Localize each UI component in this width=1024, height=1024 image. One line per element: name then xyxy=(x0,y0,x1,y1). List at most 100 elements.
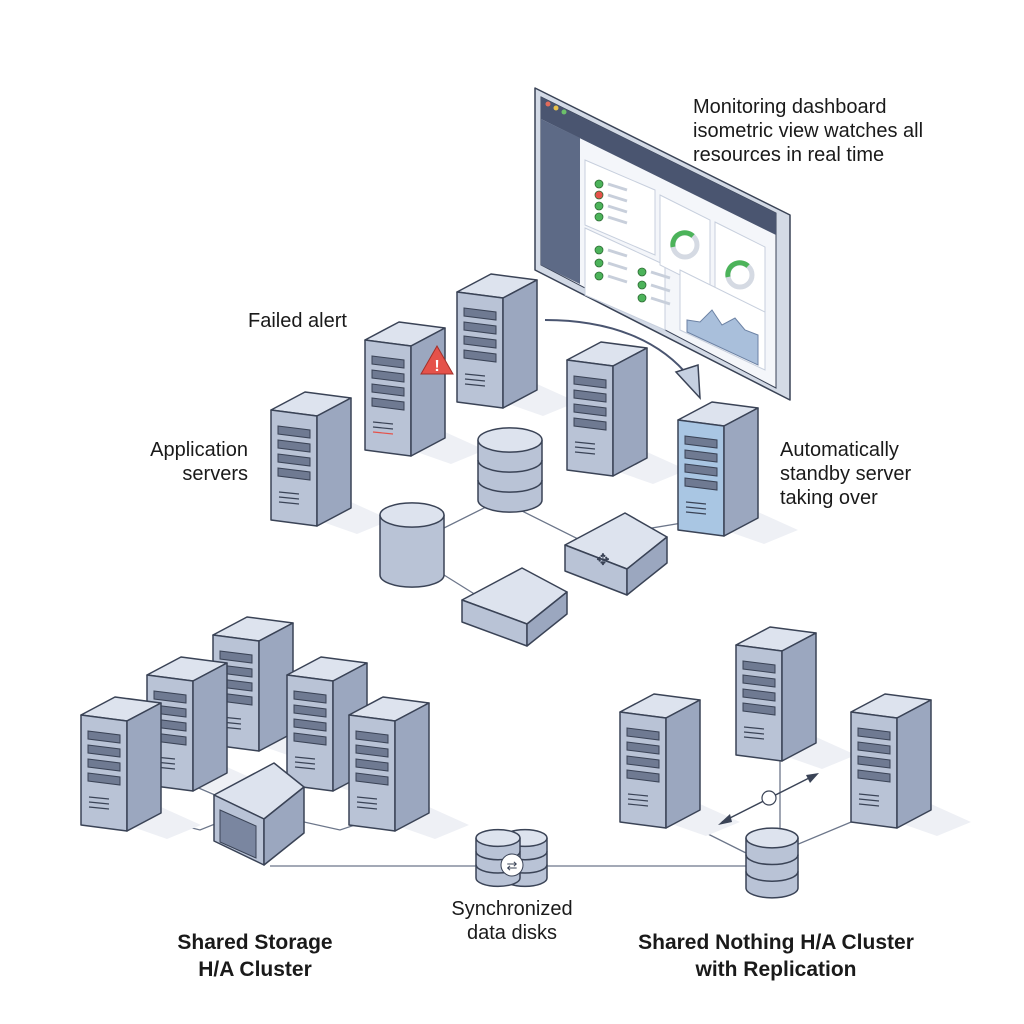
switch-arrows-icon: ✥ xyxy=(596,552,609,569)
cluster-node xyxy=(80,696,162,832)
vent-line xyxy=(356,796,378,800)
vent-line xyxy=(743,736,765,740)
shared-storage-title-line: H/A Cluster xyxy=(198,958,312,981)
shadow xyxy=(782,737,856,769)
status-dot xyxy=(594,271,604,281)
cylinder-top xyxy=(475,828,521,848)
vent-line xyxy=(627,803,649,807)
cylinder-band xyxy=(477,459,543,473)
database-cylinder xyxy=(477,427,543,513)
shadow xyxy=(411,432,485,464)
standby-label-line: standby server xyxy=(780,463,912,485)
monitoring-dashboard-screen xyxy=(534,87,791,401)
drive-slot xyxy=(355,772,389,786)
status-text-bar xyxy=(607,248,628,258)
replication-arrow-head xyxy=(718,814,732,825)
app-servers-label-line: servers xyxy=(182,463,248,485)
status-text-bar xyxy=(607,261,628,271)
app-servers-label-line: Application xyxy=(150,439,248,461)
shared-nothing-title: Shared Nothing H/A Cluster with Replicat… xyxy=(616,929,936,983)
nodes: ! ✥ ⇄ xyxy=(80,273,932,899)
replica-node xyxy=(619,693,701,829)
warning-icon: ! xyxy=(420,344,454,375)
cylinder-body xyxy=(477,439,543,513)
drive-slot xyxy=(463,307,497,321)
shadow xyxy=(395,807,469,839)
status-text-bar xyxy=(607,193,628,203)
drive-slot xyxy=(626,755,660,769)
vent-line xyxy=(372,421,394,425)
status-text-bar xyxy=(607,274,628,284)
database-cylinder xyxy=(745,827,799,899)
server-side xyxy=(781,632,817,762)
vent-line xyxy=(294,756,316,760)
drive-slot xyxy=(857,755,891,769)
vent-line xyxy=(88,806,110,810)
vent-line xyxy=(278,491,300,495)
sidebar xyxy=(541,119,580,284)
network-appliance xyxy=(461,567,568,647)
failover-arrow-icon xyxy=(544,319,691,379)
storage-panel xyxy=(219,809,257,859)
window-dot xyxy=(561,109,567,115)
drive-slot xyxy=(87,730,121,744)
vent-line xyxy=(372,431,394,435)
shared-storage-title: Shared Storage H/A Cluster xyxy=(150,929,360,983)
appliance-side xyxy=(526,591,568,647)
server-side xyxy=(394,702,430,832)
vent-line xyxy=(627,798,649,802)
cylinder-top xyxy=(379,502,445,528)
vent-line xyxy=(858,803,880,807)
gauge-value xyxy=(725,260,750,278)
drive-slot xyxy=(857,769,891,783)
drive-slot xyxy=(742,702,776,716)
shadow xyxy=(503,384,577,416)
sync-disks-label-line: data disks xyxy=(466,922,558,944)
drive-slot xyxy=(684,463,718,477)
drive-slot xyxy=(153,690,187,704)
replication-arrow-head xyxy=(806,773,819,783)
gauge-value xyxy=(670,230,695,248)
drive-slot xyxy=(857,727,891,741)
drive-slot xyxy=(277,425,311,439)
drive-slot xyxy=(371,355,405,369)
server-side xyxy=(723,407,759,537)
drive-slot xyxy=(219,650,253,664)
status-dot xyxy=(594,212,604,222)
window-dot xyxy=(545,101,551,107)
server-side xyxy=(612,347,648,477)
vent-line xyxy=(574,446,596,450)
drive-slot xyxy=(293,732,327,746)
drive-slot xyxy=(371,369,405,383)
app-servers-label: Application servers xyxy=(138,438,248,486)
monitoring-label-line: resources in real time xyxy=(693,144,885,166)
drive-slot xyxy=(293,690,327,704)
cylinder-band xyxy=(477,479,543,493)
sync-glyph: ⇄ xyxy=(507,858,518,873)
vent-line xyxy=(685,506,707,510)
drive-slot xyxy=(355,758,389,772)
status-dot xyxy=(637,267,647,277)
failed-application-server xyxy=(364,321,446,457)
drive-slot xyxy=(573,417,607,431)
server-side xyxy=(896,699,932,829)
network-switch xyxy=(564,512,668,596)
vent-line xyxy=(858,793,880,797)
vent-line xyxy=(294,761,316,765)
appliance-side xyxy=(263,786,305,866)
drive-slot xyxy=(742,688,776,702)
drive-slot xyxy=(857,741,891,755)
vent-line xyxy=(464,373,486,377)
drive-slot xyxy=(573,403,607,417)
server-side xyxy=(502,279,538,409)
performance-chart xyxy=(686,309,759,366)
replication-cycle-icon xyxy=(761,790,777,806)
status-text-bar xyxy=(650,270,671,280)
status-dot xyxy=(594,179,604,189)
status-dot xyxy=(637,280,647,290)
vent-line xyxy=(356,801,378,805)
sync-arrows-icon: ⇄ xyxy=(500,853,524,877)
server-side xyxy=(126,702,162,832)
status-text-bar xyxy=(607,204,628,214)
status-dot xyxy=(594,190,604,200)
